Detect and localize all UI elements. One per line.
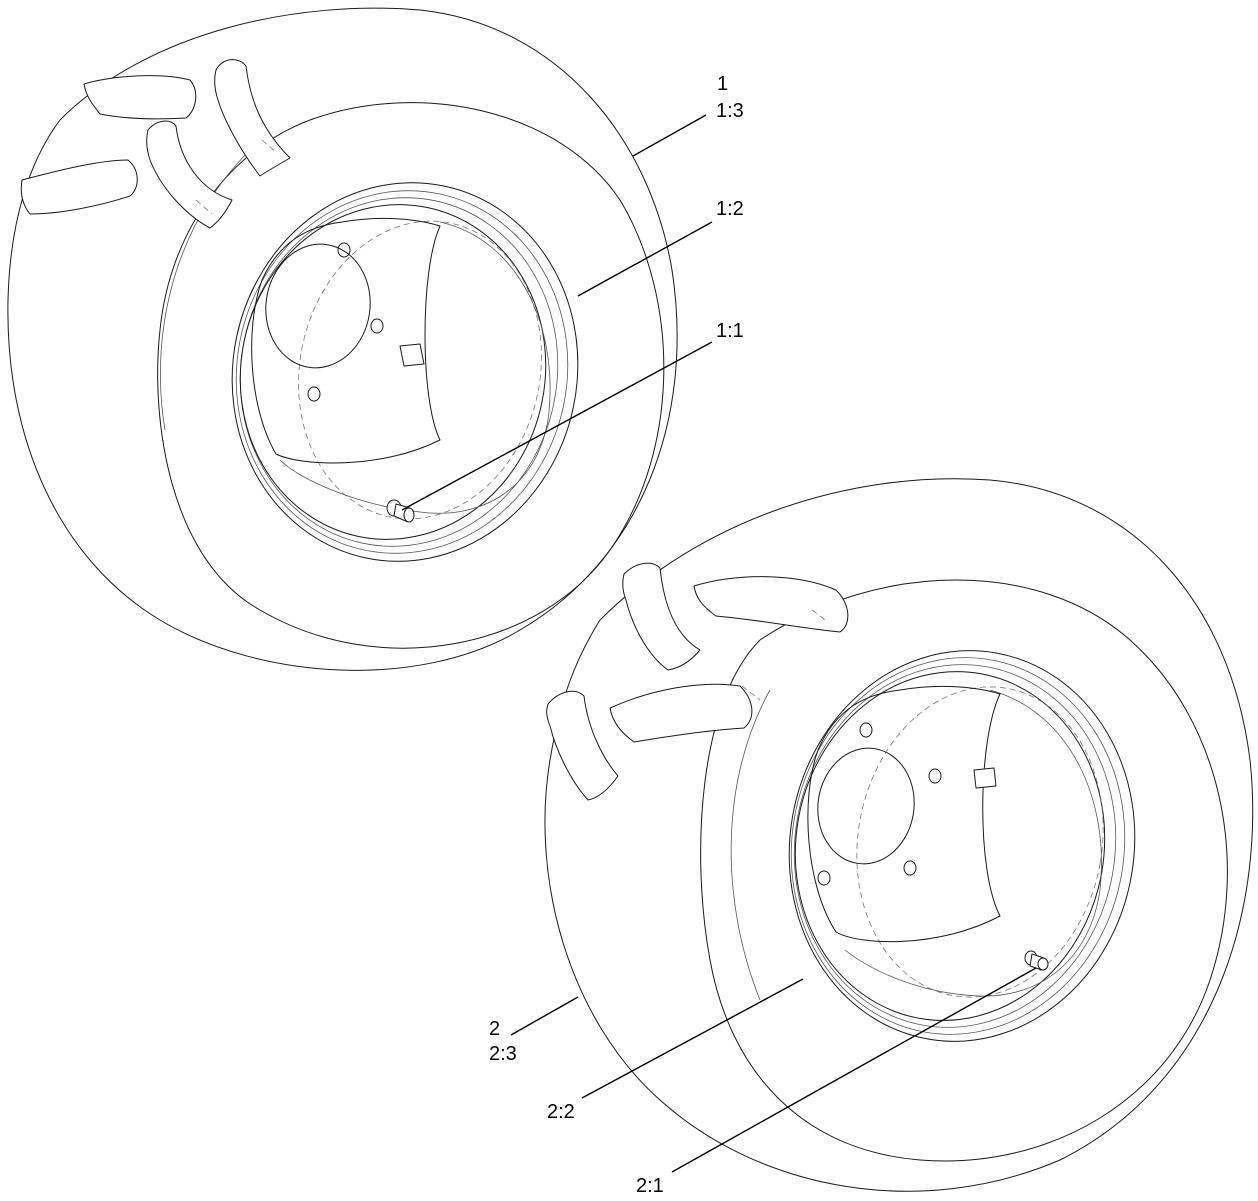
wheel-1-rim-ring-2 — [235, 190, 569, 554]
wheel-2-lug-hole-2 — [928, 768, 942, 784]
wheel-2-valve-stem — [1024, 950, 1049, 971]
wheel-1-valve-leader — [401, 341, 713, 511]
callout-rim-2: 2:2 — [547, 1101, 575, 1123]
wheel-1-tire-leader — [632, 114, 707, 157]
wheel-1-sidewall — [160, 149, 251, 431]
callout-tire-2: 2:3 — [489, 1043, 517, 1065]
wheel-1-valve-stem — [386, 499, 415, 523]
wheel-2-lug-hole-3 — [903, 860, 917, 876]
wheel-1-center-bore — [265, 243, 371, 369]
wheel-2-rim-ring-3 — [793, 664, 1117, 1028]
callout-valve-1: 1:1 — [716, 320, 744, 342]
wheel-1-lug-b — [214, 59, 291, 177]
wheel-1-tire-shoulder — [157, 102, 665, 649]
callout-wheel-1: 1 — [717, 73, 729, 95]
wheel-2-center-bore — [817, 747, 915, 865]
wheel-1-lug-d — [20, 159, 138, 215]
wheel-2 — [510, 478, 1254, 1192]
wheel-2-rim-leader — [581, 978, 804, 1099]
wheel-2-rim-outer — [788, 650, 1136, 1042]
wheel-2-tire-outline — [544, 478, 1254, 1192]
wheel-1-lug-c — [146, 120, 233, 229]
callout-valve-2: 2:1 — [636, 1175, 664, 1197]
wheel-1-lug-hole-3 — [307, 386, 321, 402]
wheel-1-lug-hidden — [195, 139, 277, 215]
wheel-2-tire-shoulder — [700, 579, 1228, 1162]
wheel-2-lug-c — [609, 683, 753, 743]
wheel-1-rim-outer — [231, 182, 579, 562]
callout-rim-1: 1:2 — [716, 198, 744, 220]
wheel-1-lug-hole-2 — [370, 318, 384, 334]
wheel-2-tire-leader — [510, 996, 579, 1036]
wheel-2-tab — [973, 767, 997, 789]
callout-tire-1: 1:3 — [716, 100, 744, 122]
wheel-1-rim-hidden — [298, 220, 542, 520]
wheel-2-rim-hidden — [856, 686, 1104, 998]
callout-wheel-2: 2 — [489, 1018, 501, 1040]
wheel-2-sidewall — [730, 689, 771, 1001]
wheel-2-lug-hole-4 — [817, 870, 831, 886]
wheel-2-rim-barrel — [844, 689, 1102, 997]
wheel-1-rim-leader — [577, 221, 713, 297]
wheel-2-lug-d — [546, 690, 619, 801]
wheel-2-lug-hole-1 — [859, 722, 873, 738]
wheel-2-hub-disc — [807, 685, 1001, 943]
wheel-1-rim-barrel — [279, 221, 551, 514]
wheel-2-rim-ring-2 — [790, 657, 1126, 1035]
wheel-2-lug-b — [622, 562, 701, 671]
wheel-1-lug-a — [83, 75, 197, 120]
wheel-2-lug-hidden — [741, 609, 829, 701]
wheel-1 — [7, 7, 713, 671]
wheel-1-hub-disc — [251, 217, 441, 464]
wheel-2-valve-leader — [671, 967, 1037, 1173]
wheel-1-tab — [399, 343, 425, 367]
wheel-2-lug-a — [693, 576, 849, 633]
wheel-1-rim-lip — [239, 204, 547, 540]
wheel-1-lug-hole-1 — [337, 242, 351, 258]
